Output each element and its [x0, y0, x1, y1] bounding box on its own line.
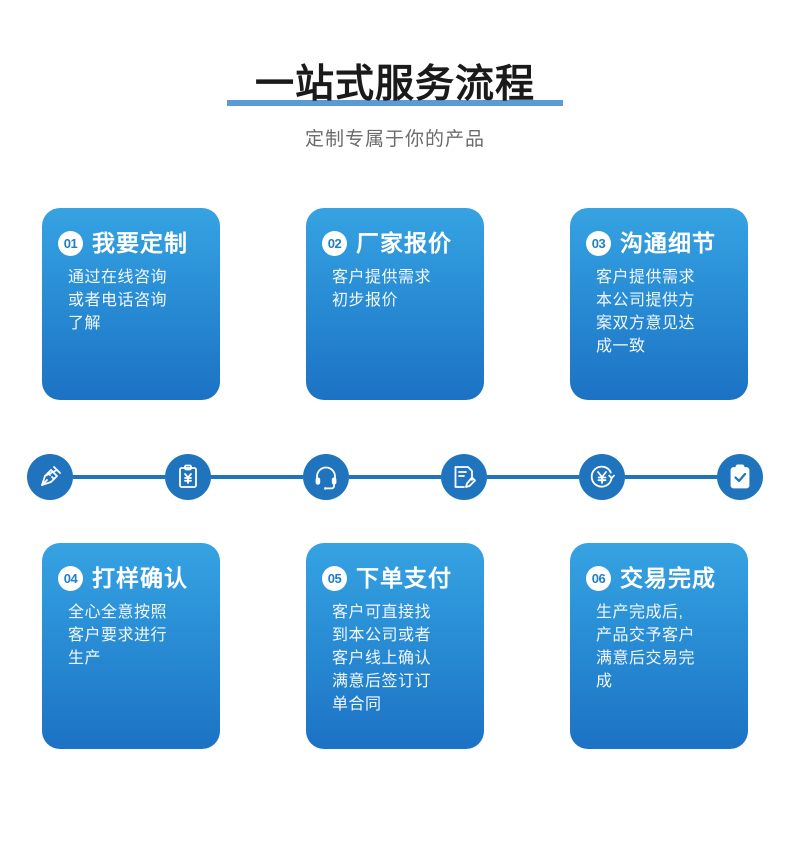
connector-line-2 [211, 475, 303, 479]
step-title-06: 交易完成 [620, 565, 716, 591]
document-sign-contract-icon[interactable] [441, 454, 487, 500]
yuan-payment-icon[interactable] [579, 454, 625, 500]
page-header: 一站式服务流程 定制专属于你的产品 [0, 62, 790, 152]
step-body-05: 客户可直接找 到本公司或者 客户线上确认 满意后签订订 单合同 [332, 604, 432, 713]
title-block: 一站式服务流程 [226, 62, 563, 114]
step-body-06: 生产完成后, 产品交予客户 满意后交易完 成 [596, 604, 696, 690]
step-title-01: 我要定制 [92, 230, 188, 256]
connector-line-1 [73, 475, 165, 479]
headset-support-icon[interactable] [303, 454, 349, 500]
step-body-04: 全心全意按照 客户要求进行 生产 [68, 604, 168, 667]
step-badge-04: 04 [58, 565, 83, 591]
page-title: 一站式服务流程 [254, 63, 535, 106]
step-title-02: 厂家报价 [356, 230, 452, 256]
clipboard-yuan-quote-icon[interactable] [165, 454, 211, 500]
step-card-01[interactable]: 01 我要定制 通过在线咨询 或者电话咨询 了解 [42, 208, 220, 400]
step-card-06-head: 06 交易完成 [586, 565, 732, 591]
page-subtitle: 定制专属于你的产品 [304, 129, 485, 150]
step-body-03: 客户提供需求 本公司提供方 案双方意见达 成一致 [596, 269, 696, 355]
step-card-02-head: 02 厂家报价 [322, 230, 468, 256]
clipboard-check-complete-icon[interactable] [717, 454, 763, 500]
connector-line-3 [349, 475, 441, 479]
step-card-03[interactable]: 03 沟通细节 客户提供需求 本公司提供方 案双方意见达 成一致 [570, 208, 748, 400]
step-badge-06: 06 [586, 565, 611, 591]
step-title-05: 下单支付 [356, 565, 452, 591]
step-title-03: 沟通细节 [620, 230, 716, 256]
title-underline-bar [226, 100, 563, 106]
step-badge-05: 05 [322, 565, 347, 591]
step-card-03-head: 03 沟通细节 [586, 230, 732, 256]
step-card-05-head: 05 下单支付 [322, 565, 468, 591]
steps-row-bottom: 04 打样确认 全心全意按照 客户要求进行 生产 05 下单支付 客户可直接找 … [42, 543, 748, 749]
process-icon-strip [0, 452, 790, 502]
step-title-04: 打样确认 [92, 565, 188, 591]
step-card-06[interactable]: 06 交易完成 生产完成后, 产品交予客户 满意后交易完 成 [570, 543, 748, 749]
step-card-04-head: 04 打样确认 [58, 565, 204, 591]
step-card-05[interactable]: 05 下单支付 客户可直接找 到本公司或者 客户线上确认 满意后签订订 单合同 [306, 543, 484, 749]
step-body-02: 客户提供需求 初步报价 [332, 269, 432, 309]
connector-line-4 [487, 475, 579, 479]
pen-ruler-design-icon[interactable] [27, 454, 73, 500]
step-badge-03: 03 [586, 230, 611, 256]
step-card-02[interactable]: 02 厂家报价 客户提供需求 初步报价 [306, 208, 484, 400]
connector-line-5 [625, 475, 717, 479]
step-card-04[interactable]: 04 打样确认 全心全意按照 客户要求进行 生产 [42, 543, 220, 749]
steps-row-top: 01 我要定制 通过在线咨询 或者电话咨询 了解 02 厂家报价 客户提供需求 … [42, 208, 748, 400]
step-body-01: 通过在线咨询 或者电话咨询 了解 [68, 269, 168, 332]
step-badge-01: 01 [58, 230, 83, 256]
step-badge-02: 02 [322, 230, 347, 256]
step-card-01-head: 01 我要定制 [58, 230, 204, 256]
